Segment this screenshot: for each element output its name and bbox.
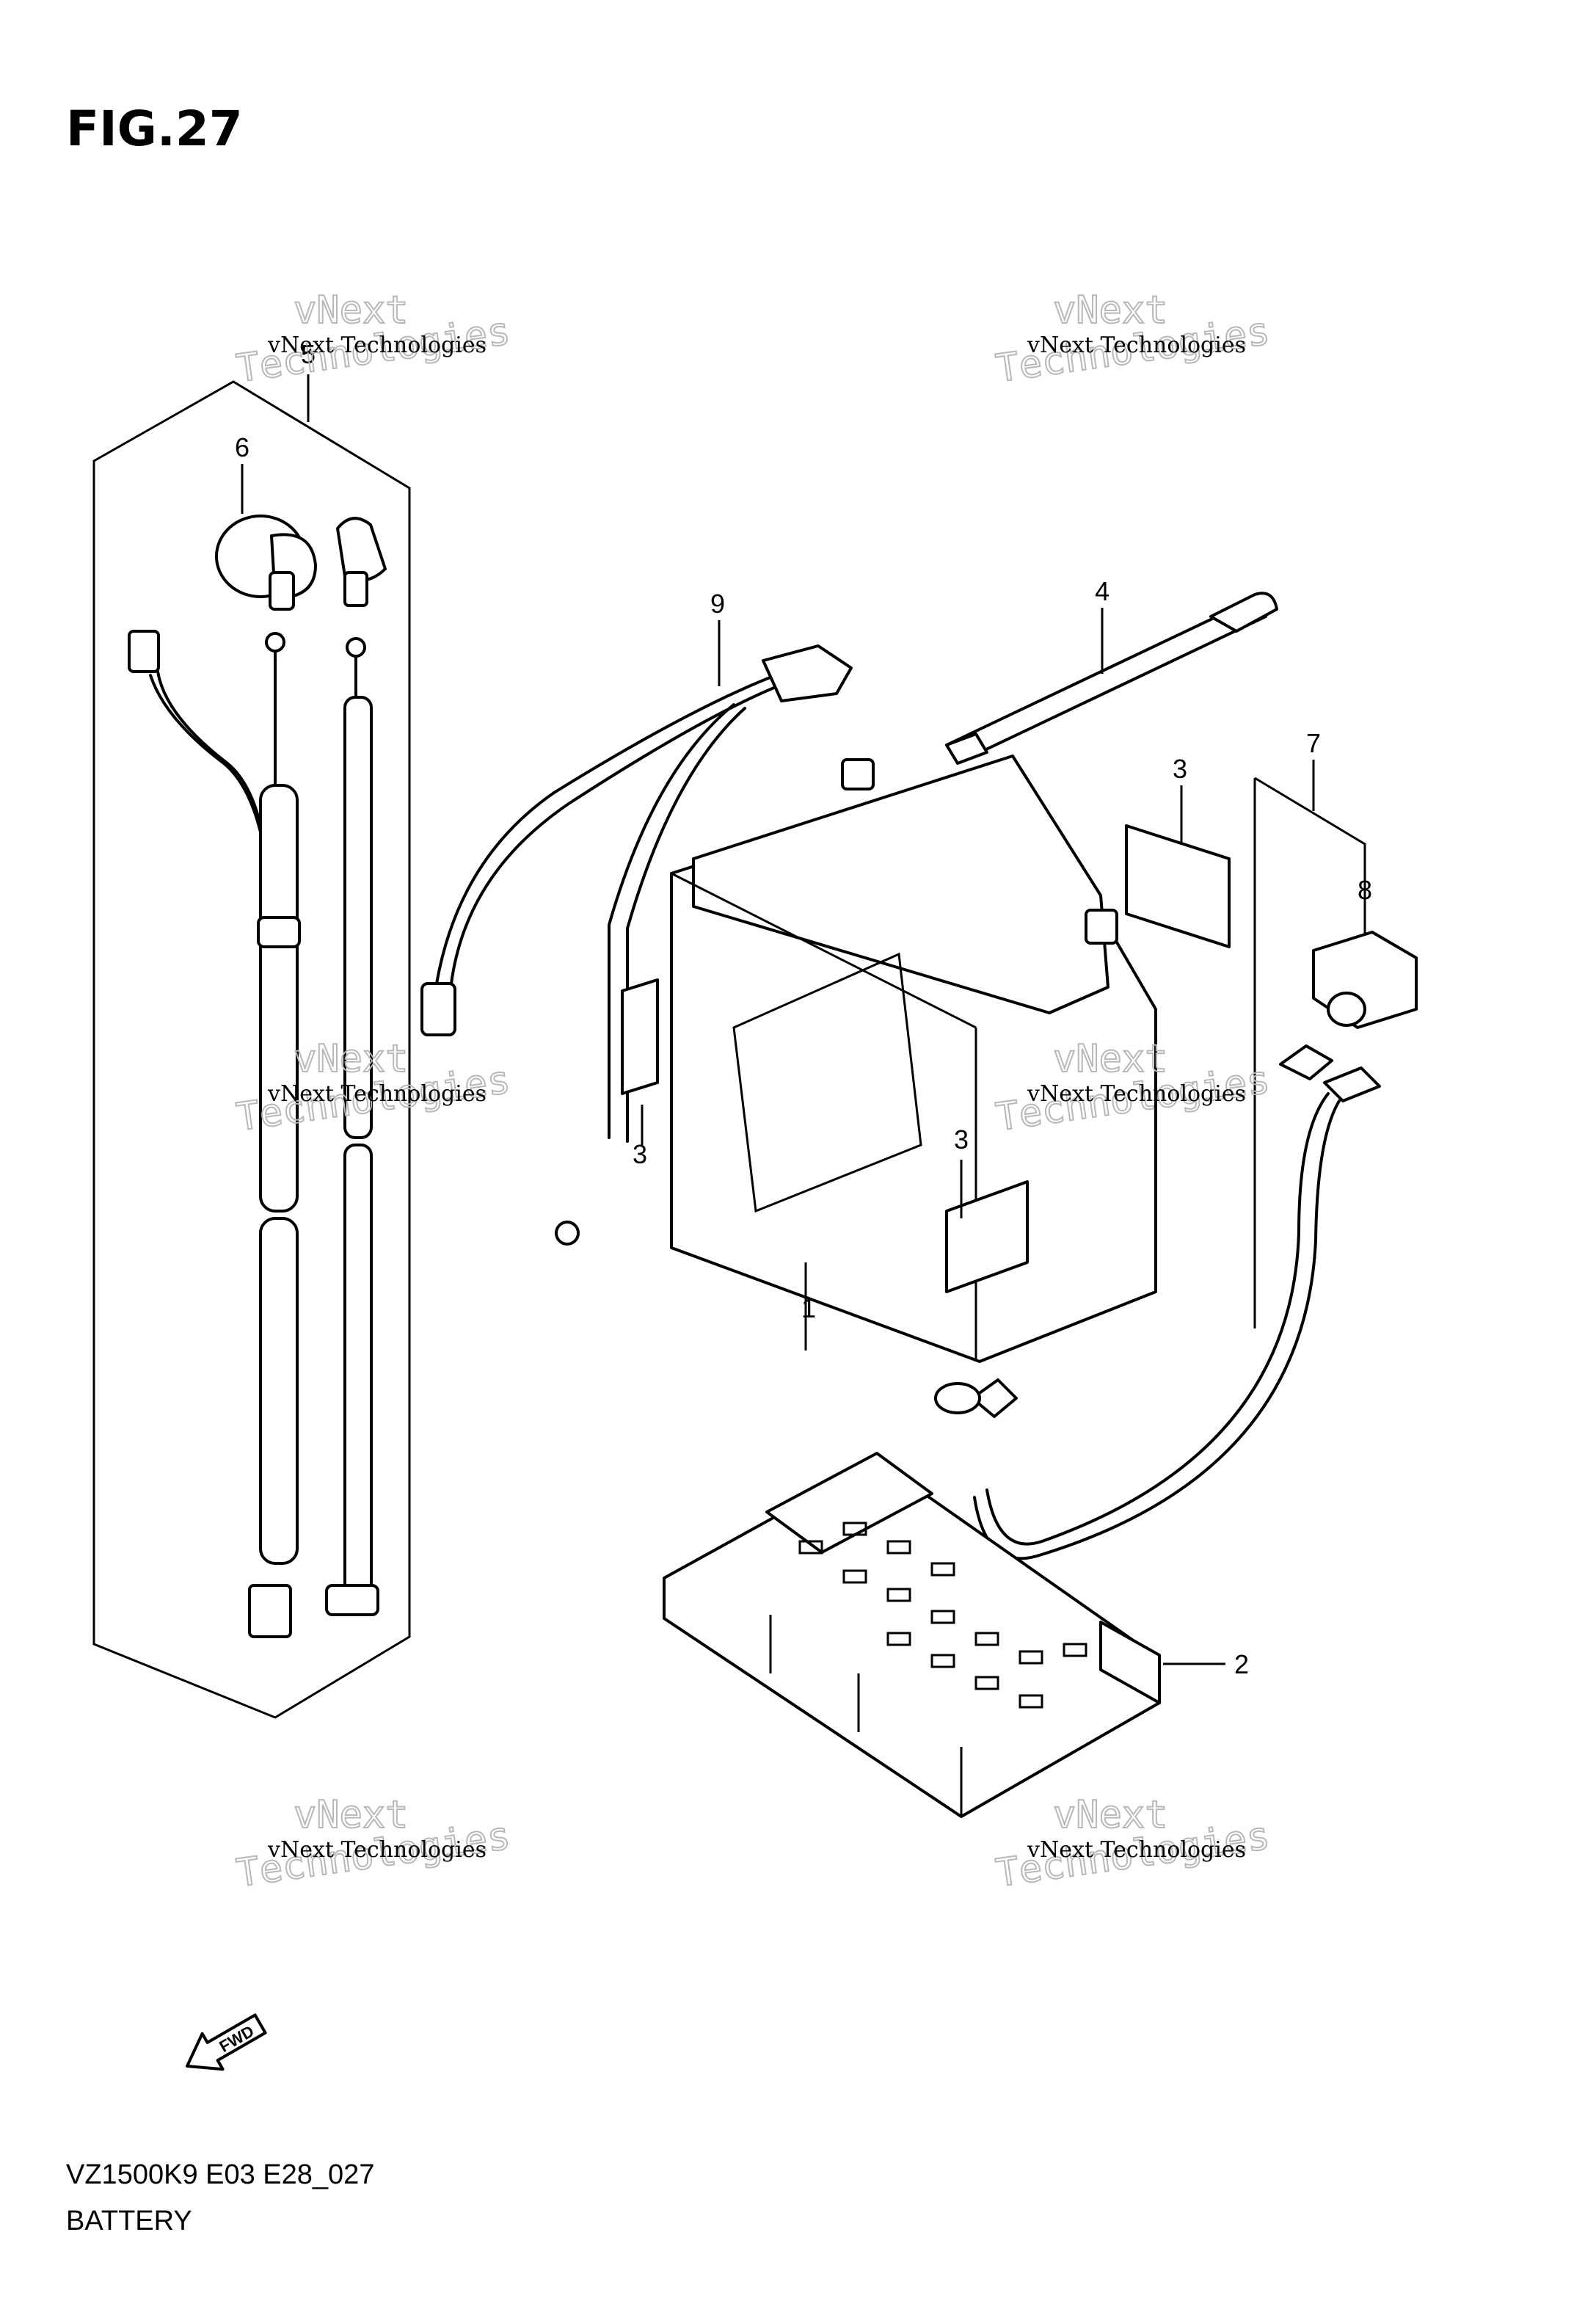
callout-3-right: 3 [954,1124,969,1155]
part-7-ring-terminal [934,1382,981,1414]
svg-text:vNext Technologies: vNext Technologies [267,1081,487,1107]
harness-tube-right [325,637,379,1616]
part-3-pad-right [945,1180,1029,1293]
svg-text:vNext: vNext [294,288,409,332]
connector-left [128,630,160,673]
svg-text:vNext: vNext [1053,1037,1168,1081]
part-4-strap [945,592,1278,765]
figure-title: FIG.27 [66,101,243,157]
callout-8: 8 [1358,875,1372,905]
part-6-terminal-cap [215,515,317,611]
watermark-bottom-right: vNext Technologies vNext Technologies [993,1792,1273,1897]
svg-text:vNext: vNext [294,1793,409,1837]
part-2-tray [663,1452,1161,1818]
callout-2: 2 [1234,1649,1249,1679]
svg-text:vNext: vNext [294,1037,409,1081]
terminal-boot [336,517,387,607]
watermark-top-right: vNext Technologies vNext Technologies [993,288,1273,392]
part-9-cable [420,644,853,1246]
svg-text:vNext: vNext [1053,288,1168,332]
callout-5: 5 [301,339,316,369]
part-9-ring-terminal [555,1221,580,1246]
part-3-pad-left [621,978,659,1095]
svg-text:vNext Technologies: vNext Technologies [267,332,487,358]
forward-direction-arrow-icon: FWD [186,2013,267,2071]
part-9-connector [420,982,456,1036]
model-code: VZ1500K9 E03 E28_027 [66,2159,374,2190]
callout-1: 1 [801,1293,816,1323]
harness-kit-group [92,374,411,1719]
part-1-battery [670,755,1157,1363]
svg-text:vNext Technologies: vNext Technologies [1027,332,1246,358]
section-name: BATTERY [66,2206,192,2236]
group-box-5 [92,380,411,1719]
callout-3-left: 3 [633,1139,647,1169]
svg-text:vNext Technologies: vNext Technologies [1027,1081,1246,1107]
watermark-top-left: vNext Technologies vNext Technologies [233,288,514,392]
callout-6: 6 [235,432,249,462]
callout-4: 4 [1095,576,1109,606]
svg-text:vNext Technologies: vNext Technologies [267,1837,487,1863]
callout-9: 9 [710,589,725,619]
part-9-lug [762,644,853,702]
part-8-cap [1312,931,1418,1029]
harness-tube-center [248,632,301,1638]
part-7-cable [934,1044,1381,1560]
svg-text:vNext Technologies: vNext Technologies [1027,1837,1246,1863]
callout-3-upper: 3 [1173,754,1187,784]
watermark-bottom-left: vNext Technologies vNext Technologies [233,1792,514,1897]
part-3-pad-upper [1125,824,1231,948]
callout-7: 7 [1306,728,1321,758]
svg-text:vNext: vNext [1053,1793,1168,1837]
